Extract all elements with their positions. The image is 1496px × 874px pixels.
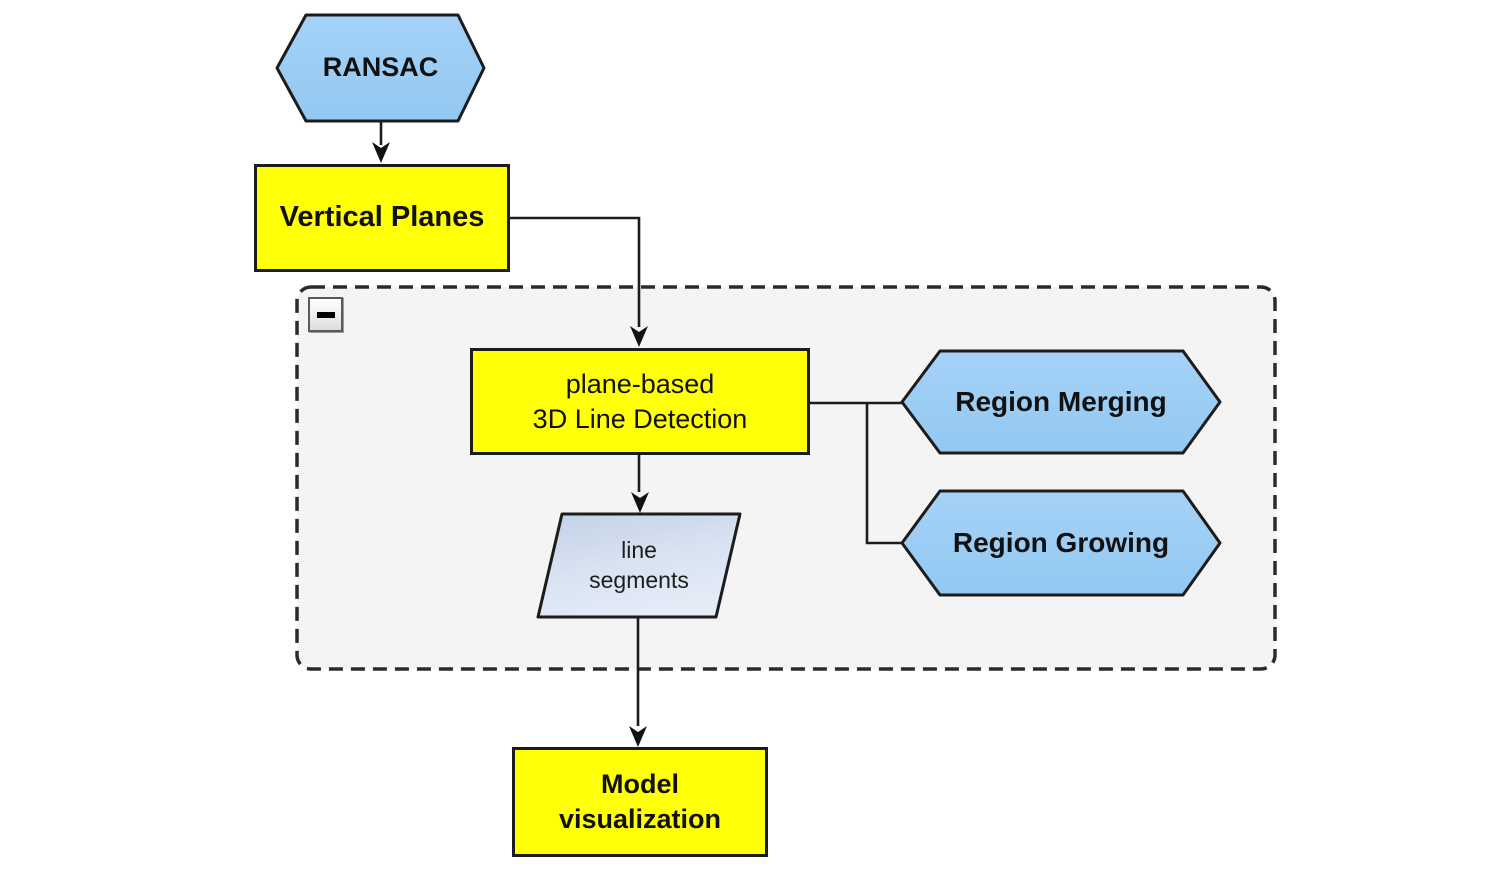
plane-based-label-line1: plane-based xyxy=(565,368,715,399)
node-region-merging[interactable] xyxy=(900,349,1222,455)
node-model-visualization[interactable]: Model visualization xyxy=(512,747,768,857)
connector-plane-based-to-region-growing xyxy=(865,403,902,545)
model-visualization-label-line2: visualization xyxy=(558,804,722,834)
arrowhead-into-model-visualization xyxy=(629,726,647,747)
node-plane-based[interactable]: plane-based 3D Line Detection xyxy=(470,348,810,455)
node-ransac[interactable] xyxy=(275,13,486,123)
model-visualization-label-line1: Model xyxy=(601,769,679,800)
minus-icon xyxy=(316,311,335,318)
group-boundary xyxy=(295,285,1277,671)
group-collapse-button[interactable] xyxy=(308,297,343,332)
node-vertical-planes[interactable]: Vertical Planes xyxy=(254,164,510,272)
connector-vertical-planes-to-plane-based xyxy=(510,216,641,327)
vertical-planes-label: Vertical Planes xyxy=(279,201,485,234)
plane-based-label-line2: 3D Line Detection xyxy=(532,403,748,434)
arrowhead-into-plane-based xyxy=(630,326,648,347)
arrowhead-into-line-segments xyxy=(631,492,649,513)
node-line-segments[interactable] xyxy=(536,512,742,619)
arrowhead-into-vertical-planes xyxy=(372,142,390,163)
node-region-growing[interactable] xyxy=(900,489,1222,597)
